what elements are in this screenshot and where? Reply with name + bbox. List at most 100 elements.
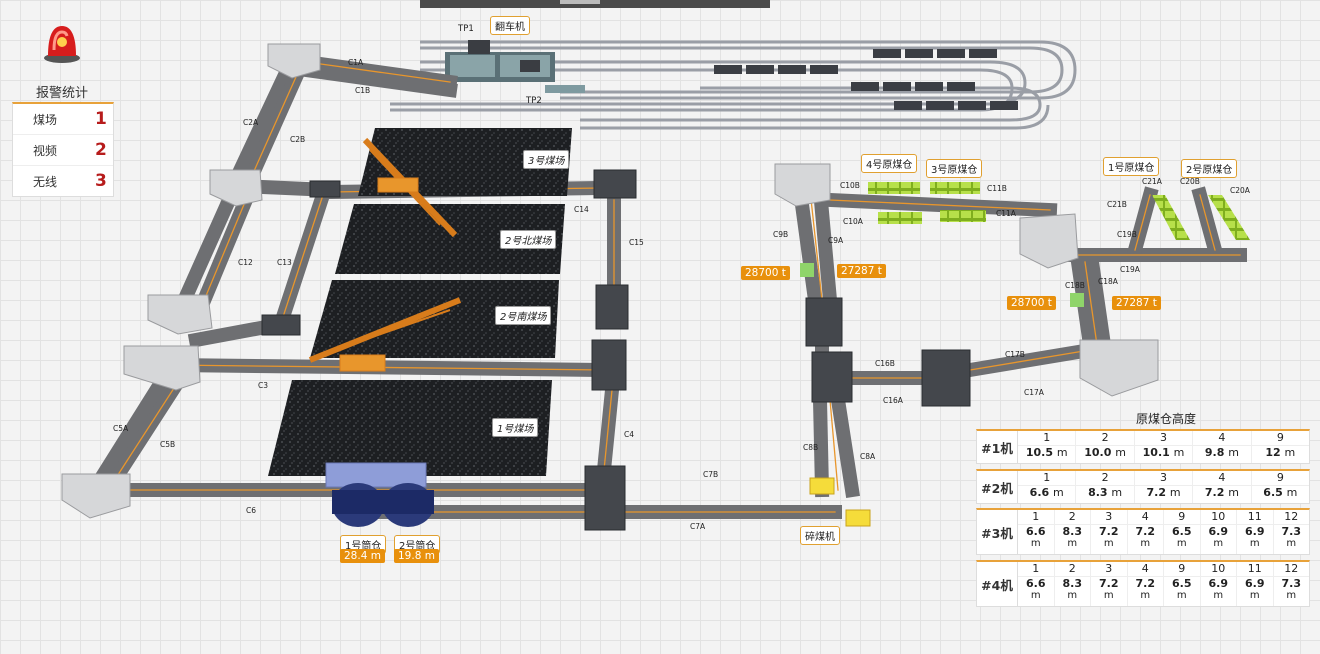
- bunker-no: 11: [1237, 562, 1273, 577]
- alarm-row-count: 1: [95, 109, 107, 129]
- conveyor-label: C10B: [840, 181, 860, 190]
- bunker-no: 9: [1251, 471, 1310, 486]
- height-unit: m: [1111, 486, 1123, 499]
- conveyor-label: C18B: [1065, 281, 1085, 290]
- crusher-tag[interactable]: 碎煤机: [800, 526, 840, 545]
- bunker-no: 1: [1018, 471, 1076, 486]
- height-value: 12: [1265, 446, 1281, 459]
- bunker-no: 3: [1134, 471, 1193, 486]
- conveyor-label: C4: [624, 430, 635, 439]
- tonnage-meters: [800, 263, 1084, 307]
- raw-coal-bunkers: [868, 182, 1250, 240]
- conveyor-label: C2B: [290, 135, 306, 144]
- conveyor-label: C16A: [883, 396, 903, 405]
- machine-label: #1机: [977, 431, 1018, 463]
- yard-label[interactable]: 1号煤场: [492, 418, 539, 437]
- yard-label[interactable]: 2号北煤场: [500, 230, 557, 249]
- alarm-row-count: 2: [95, 140, 107, 160]
- conveyor-label: C9B: [773, 230, 789, 239]
- conveyor-label: C19B: [1117, 230, 1137, 239]
- top-bar-tab[interactable]: [560, 0, 600, 4]
- bunker-no: 9: [1251, 431, 1310, 446]
- height-unit: m: [1067, 538, 1078, 549]
- bunker-tag[interactable]: 1号原煤仓: [1103, 157, 1160, 176]
- height-value: 7.2: [1146, 486, 1166, 499]
- conveyor-label: C12: [238, 258, 253, 267]
- conveyor-label: C1B: [355, 86, 371, 95]
- tonnage-tag: 27287 t: [1112, 296, 1161, 310]
- yard-label[interactable]: 3号煤场: [523, 150, 570, 169]
- height-unit: m: [1067, 590, 1078, 601]
- bunker-tag[interactable]: 4号原煤仓: [861, 154, 918, 173]
- height-unit: m: [1213, 538, 1224, 549]
- bunker-no: 3: [1091, 510, 1127, 525]
- height-unit: m: [1115, 446, 1126, 459]
- height-value: 6.5: [1172, 577, 1192, 590]
- conveyor-label: C3: [258, 381, 269, 390]
- yard-label[interactable]: 2号南煤场: [495, 306, 552, 325]
- height-value: 8.3: [1062, 525, 1083, 538]
- conveyor-label: C11B: [987, 184, 1007, 193]
- machine-label: #3机: [977, 510, 1018, 554]
- alarm-row-coal-yard[interactable]: 煤场 1: [13, 104, 113, 135]
- bunker-tag[interactable]: 3号原煤仓: [926, 159, 983, 178]
- tonnage-tag: 28700 t: [741, 266, 790, 280]
- height-unit: m: [1053, 486, 1064, 499]
- height-value: 10.0: [1084, 446, 1112, 459]
- alarm-light-icon[interactable]: [40, 20, 84, 64]
- conveyor-label: C11A: [996, 209, 1016, 218]
- height-unit: m: [1176, 590, 1187, 601]
- car-dumper-tag[interactable]: 翻车机: [490, 16, 530, 35]
- height-unit: m: [1140, 590, 1151, 601]
- top-bar: [420, 0, 770, 8]
- bunker-no: 2: [1076, 471, 1134, 486]
- bunker-no: 4: [1193, 471, 1251, 486]
- bunker-no: 2: [1054, 510, 1090, 525]
- alarm-row-wireless[interactable]: 无线 3: [13, 166, 113, 196]
- height-unit: m: [1286, 590, 1297, 601]
- height-value: 6.9: [1208, 577, 1229, 590]
- bunker-no: 4: [1193, 431, 1251, 446]
- conveyor-label: C20B: [1180, 177, 1200, 186]
- silos: [325, 462, 434, 527]
- bunker-no: 3: [1091, 562, 1127, 577]
- alarm-row-video[interactable]: 视频 2: [13, 135, 113, 166]
- bunker-no: 2: [1076, 431, 1134, 446]
- height-value: 6.6: [1026, 577, 1046, 590]
- height-value: 7.2: [1204, 486, 1225, 499]
- bunker-tag[interactable]: 2号原煤仓: [1181, 159, 1238, 178]
- conveyor-label: C21A: [1142, 177, 1162, 186]
- conveyor-label: C8B: [803, 443, 819, 452]
- height-value: 6.9: [1245, 577, 1265, 590]
- conveyor-label: C5B: [160, 440, 176, 449]
